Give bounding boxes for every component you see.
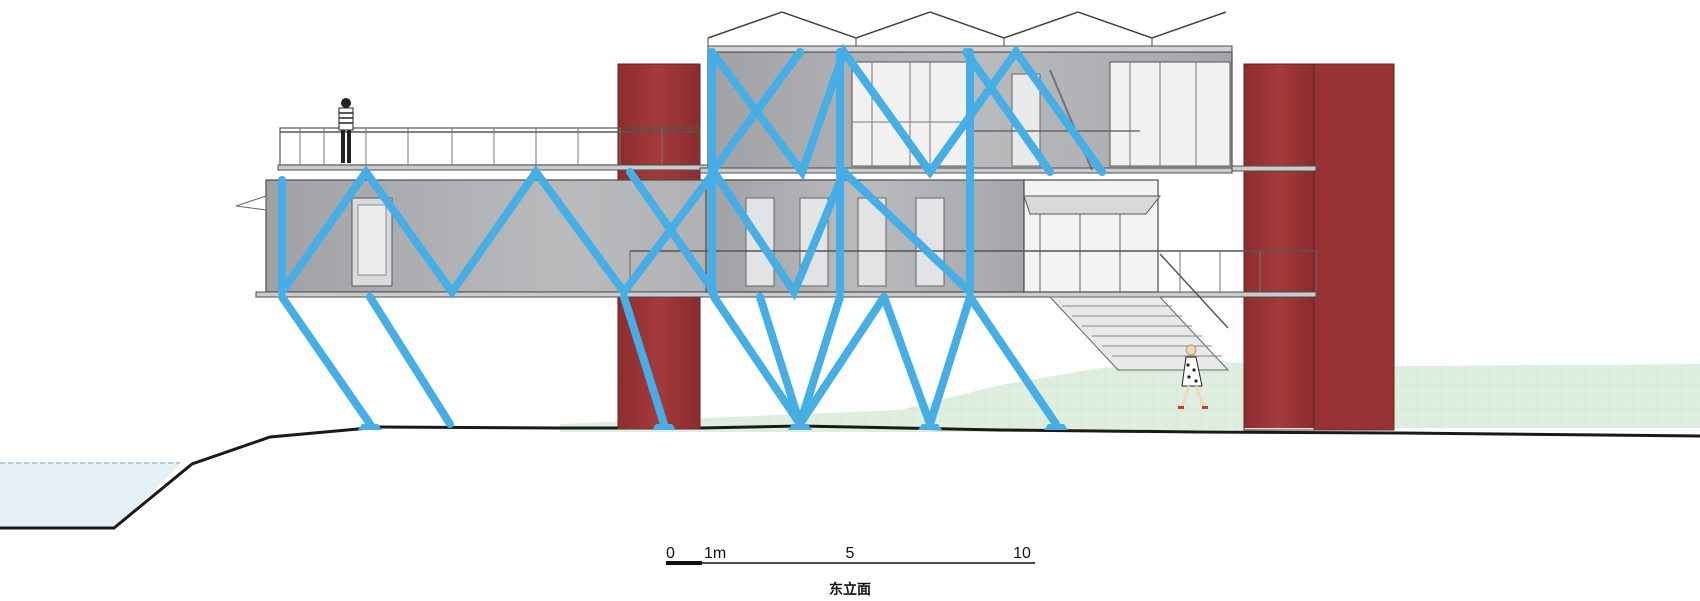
scale-label-5: 5: [846, 545, 855, 562]
grass-area: [560, 362, 1700, 432]
ground-line: [0, 424, 1700, 530]
sawtooth-roof: [707, 11, 1233, 53]
red-tower-right: [1243, 63, 1395, 431]
scale-bar: 0 1m 5 10: [666, 545, 1035, 565]
scale-label-10: 10: [1013, 545, 1031, 562]
person-on-terrace: [338, 98, 354, 163]
blue-steel-bracing: [278, 43, 1106, 428]
scale-label-1m: 1m: [704, 545, 726, 562]
person-walking: [1178, 344, 1208, 409]
exterior-stair: [1048, 253, 1230, 371]
water-body: [0, 462, 182, 528]
lower-right-module: [705, 179, 1162, 293]
scale-label-0: 0: [666, 545, 675, 562]
drawing-title: 东立面: [829, 581, 871, 598]
footings: [358, 424, 1068, 430]
